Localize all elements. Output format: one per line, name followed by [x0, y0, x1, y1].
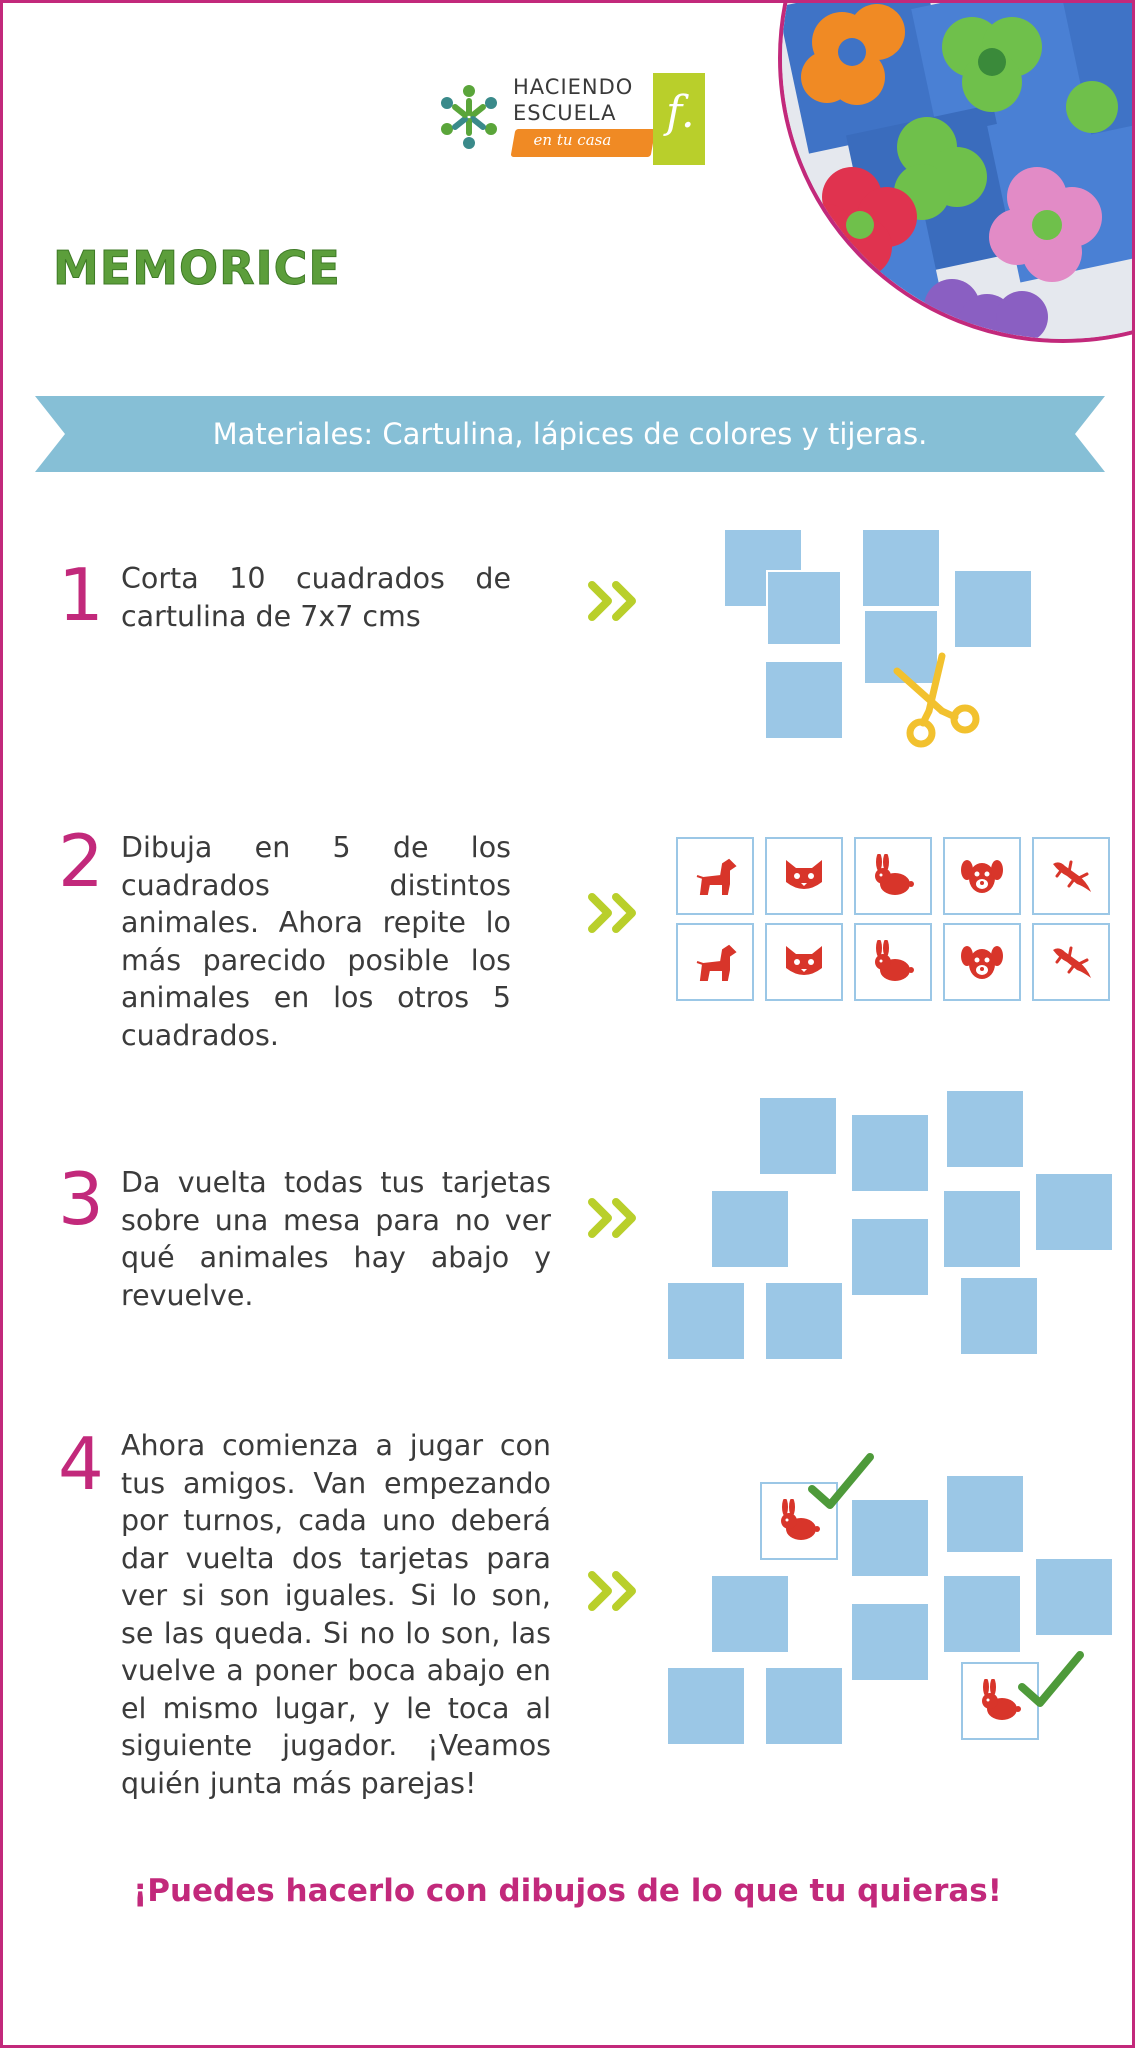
- step-4-number: 4: [58, 1422, 104, 1506]
- cat-icon: [786, 946, 822, 975]
- face-down-card: [712, 1576, 788, 1652]
- step-3-number: 3: [58, 1157, 104, 1241]
- logo-line-1: HACIENDO: [513, 75, 634, 99]
- rabbit-icon: [781, 1499, 820, 1540]
- logo-tagline-badge: en tu casa: [510, 129, 656, 157]
- paper-square: [766, 662, 842, 738]
- step-2-text: Dibuja en 5 de los cuadrados distintos a…: [121, 831, 511, 1052]
- revealed-card: [760, 1482, 838, 1560]
- materials-banner: Materiales: Cartulina, lápices de colore…: [35, 396, 1105, 472]
- step-4-text: Ahora comienza a jugar con tus amigos. V…: [121, 1429, 551, 1800]
- checkmark-icon: [808, 1453, 874, 1509]
- lizard-icon: [1053, 946, 1091, 978]
- face-down-card: [852, 1115, 928, 1191]
- brand-mark: f.: [653, 73, 705, 165]
- animal-card: [765, 837, 843, 915]
- scissors-icon: [893, 652, 980, 748]
- dog-icon: [696, 858, 737, 895]
- people-circle-icon: [441, 85, 497, 149]
- step-3-arrow-icon: [588, 1198, 636, 1238]
- cat-icon: [786, 860, 822, 889]
- materials-text: Materiales: Cartulina, lápices de colore…: [212, 417, 928, 451]
- step-2-arrow-icon: [588, 893, 636, 933]
- face-down-card: [852, 1500, 928, 1576]
- paper-square: [766, 570, 842, 646]
- animal-card: [676, 923, 754, 1001]
- face-down-card: [760, 1098, 836, 1174]
- animal-card: [676, 837, 754, 915]
- footer-message: ¡Puedes hacerlo con dibujos de lo que tu…: [133, 1873, 1002, 1909]
- face-down-card: [766, 1668, 842, 1744]
- rabbit-icon: [982, 1679, 1021, 1720]
- face-down-card: [852, 1604, 928, 1680]
- foam-flowers-illustration: [782, 3, 1132, 339]
- step-1-number: 1: [58, 553, 104, 637]
- ribbon-shape: [35, 396, 1105, 472]
- animal-card: [854, 923, 932, 1001]
- face-down-card: [961, 1278, 1037, 1354]
- face-down-card: [1036, 1559, 1112, 1635]
- animal-card: [1032, 923, 1110, 1001]
- step-1-arrow-icon: [588, 581, 636, 621]
- animal-card: [943, 837, 1021, 915]
- page-title: MEMORICE: [53, 241, 341, 296]
- haciendo-escuela-logo: HACIENDO ESCUELA en tu casa f.: [433, 73, 708, 168]
- step-2-number: 2: [58, 819, 104, 903]
- step-4-arrow-icon: [588, 1571, 636, 1611]
- face-down-card: [712, 1191, 788, 1267]
- animal-card: [854, 837, 932, 915]
- face-down-card: [947, 1091, 1023, 1167]
- rabbit-icon: [875, 854, 914, 895]
- paper-square: [863, 530, 939, 606]
- puppy-face-icon: [961, 946, 1003, 979]
- dog-icon: [696, 944, 737, 981]
- animal-card: [765, 923, 843, 1001]
- animal-card: [943, 923, 1021, 1001]
- step-1-text: Corta 10 cuadrados de cartulina de 7x7 c…: [121, 562, 511, 633]
- revealed-card: [961, 1662, 1039, 1740]
- face-down-card: [947, 1476, 1023, 1552]
- face-down-card: [1036, 1174, 1112, 1250]
- step-3-text: Da vuelta todas tus tarjetas sobre una m…: [121, 1166, 551, 1312]
- animal-card: [1032, 837, 1110, 915]
- checkmark-icon: [1018, 1651, 1084, 1707]
- brand-mark-text: f.: [666, 87, 695, 138]
- face-down-card: [766, 1283, 842, 1359]
- foam-flowers-photo: [778, 3, 1132, 343]
- logo-line-2: ESCUELA: [513, 101, 617, 125]
- paper-square: [955, 571, 1031, 647]
- rabbit-icon: [875, 940, 914, 981]
- face-down-card: [852, 1219, 928, 1295]
- face-down-card: [944, 1191, 1020, 1267]
- puppy-face-icon: [961, 860, 1003, 893]
- logo-tagline: en tu casa: [533, 131, 612, 149]
- face-down-card: [668, 1668, 744, 1744]
- face-down-card: [668, 1283, 744, 1359]
- lizard-icon: [1053, 860, 1091, 892]
- face-down-card: [944, 1576, 1020, 1652]
